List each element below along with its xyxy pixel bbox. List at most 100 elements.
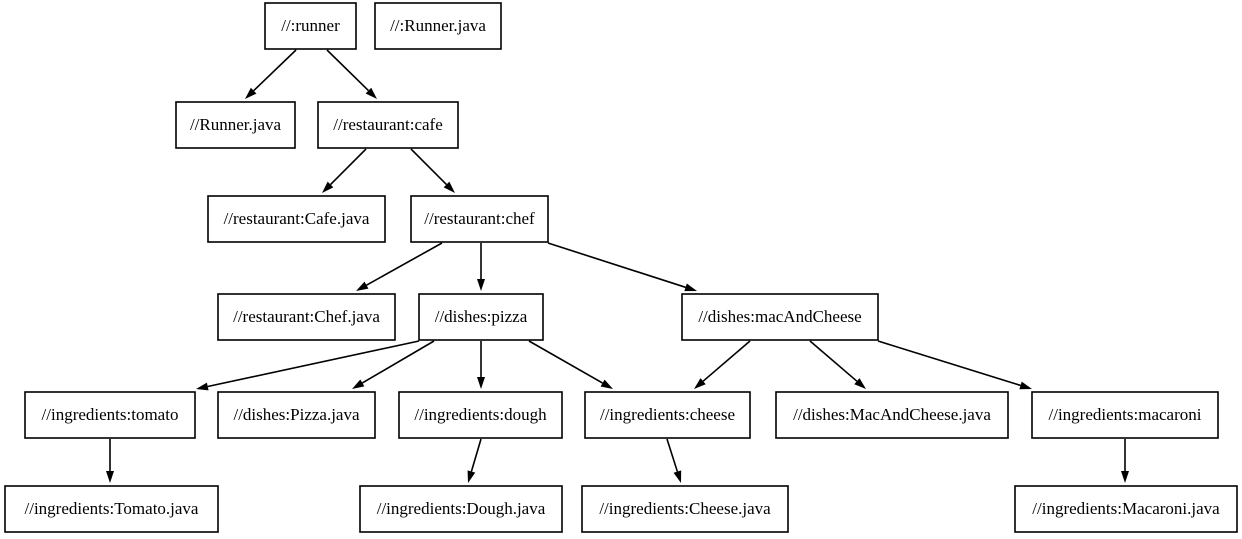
arrowhead-icon — [1019, 381, 1032, 390]
arrowhead-icon — [196, 382, 209, 391]
arrowhead-icon — [477, 279, 485, 291]
node-label: //:Runner.java — [390, 16, 486, 35]
graph-node-ing_macaroni[interactable]: //ingredients:macaroni — [1031, 391, 1219, 439]
node-box[interactable] — [418, 293, 544, 341]
node-label: //restaurant:chef — [424, 209, 535, 228]
node-box[interactable] — [584, 391, 751, 439]
graph-node-pizza_java[interactable]: //dishes:Pizza.java — [217, 391, 376, 439]
edge-line — [326, 49, 369, 92]
edge-line — [329, 148, 367, 186]
edge-line — [666, 438, 679, 472]
arrowhead-icon — [322, 181, 334, 193]
arrowhead-icon — [106, 471, 114, 483]
graph-node-ing_dough[interactable]: //ingredients:dough — [398, 391, 563, 439]
node-label: //Runner.java — [190, 115, 282, 134]
node-box[interactable] — [1014, 485, 1238, 533]
graph-node-restaurant_cafe[interactable]: //restaurant:cafe — [317, 101, 459, 149]
graph-node-dough_java[interactable]: //ingredients:Dough.java — [359, 485, 563, 533]
node-box[interactable] — [207, 195, 386, 243]
node-label: //restaurant:Chef.java — [233, 307, 380, 326]
node-box[interactable] — [775, 391, 1009, 439]
edge-ing_tomato-to-tomato_java — [106, 439, 114, 483]
graph-node-macandcheese_java[interactable]: //dishes:MacAndCheese.java — [775, 391, 1009, 439]
node-label: //ingredients:cheese — [600, 405, 735, 424]
edge-line — [470, 438, 482, 472]
arrowhead-icon — [854, 378, 866, 389]
graph-node-cafe_java[interactable]: //restaurant:Cafe.java — [207, 195, 386, 243]
node-label: //restaurant:cafe — [333, 115, 443, 134]
arrowhead-icon — [1121, 471, 1129, 483]
node-box[interactable] — [410, 195, 549, 243]
edge-line — [528, 340, 603, 384]
node-label: //ingredients:tomato — [42, 405, 179, 424]
edge-restaurant_cafe-to-cafe_java — [322, 148, 367, 193]
edge-dishes_macandchee-to-macandcheese_java — [809, 340, 866, 389]
graph-node-runner_java_root[interactable]: //:Runner.java — [374, 2, 502, 50]
edge-runner-to-restaurant_cafe — [326, 49, 377, 99]
node-box[interactable] — [398, 391, 563, 439]
node-box[interactable] — [359, 485, 563, 533]
node-label: //ingredients:macaroni — [1049, 405, 1202, 424]
node-box[interactable] — [24, 391, 196, 439]
node-label: //restaurant:Cafe.java — [224, 209, 370, 228]
node-box[interactable] — [581, 485, 789, 533]
arrowhead-icon — [467, 470, 476, 483]
node-label: //ingredients:dough — [414, 405, 547, 424]
graph-node-ing_cheese[interactable]: //ingredients:cheese — [584, 391, 751, 439]
graph-node-chef_java[interactable]: //restaurant:Chef.java — [217, 293, 396, 341]
edge-restaurant_chef-to-chef_java — [356, 242, 443, 291]
node-box[interactable] — [317, 101, 459, 149]
node-box[interactable] — [217, 391, 376, 439]
edge-dishes_pizza-to-pizza_java — [352, 340, 435, 389]
graph-node-dishes_pizza[interactable]: //dishes:pizza — [418, 293, 544, 341]
node-label: //ingredients:Dough.java — [377, 499, 546, 518]
edge-line — [702, 340, 751, 382]
arrowhead-icon — [684, 283, 697, 292]
edge-line — [366, 242, 443, 286]
node-box[interactable] — [681, 293, 879, 341]
edge-restaurant_chef-to-dishes_macandchee — [547, 242, 697, 292]
node-box[interactable] — [264, 2, 357, 50]
graph-node-cheese_java[interactable]: //ingredients:Cheese.java — [581, 485, 789, 533]
edge-ing_dough-to-dough_java — [467, 438, 482, 483]
edge-line — [207, 340, 420, 388]
node-box[interactable] — [374, 2, 502, 50]
graph-node-runner[interactable]: //:runner — [264, 2, 357, 50]
edge-dishes_macandchee-to-ing_cheese — [694, 340, 751, 389]
node-box[interactable] — [4, 485, 219, 533]
arrowhead-icon — [673, 470, 682, 483]
arrowhead-icon — [365, 87, 377, 99]
edge-line — [877, 340, 1021, 387]
graph-node-tomato_java[interactable]: //ingredients:Tomato.java — [4, 485, 219, 533]
node-label: //ingredients:Cheese.java — [599, 499, 771, 518]
graph-node-macaroni_java[interactable]: //ingredients:Macaroni.java — [1014, 485, 1238, 533]
edge-dishes_pizza-to-ing_dough — [477, 341, 485, 389]
edge-dishes_macandchee-to-ing_macaroni — [877, 340, 1032, 390]
node-box[interactable] — [1031, 391, 1219, 439]
arrowhead-icon — [477, 377, 485, 389]
arrowhead-icon — [443, 181, 455, 193]
node-label: //dishes:MacAndCheese.java — [793, 405, 991, 424]
edge-line — [253, 49, 297, 92]
edge-runner-to-runner_java — [245, 49, 297, 99]
node-box[interactable] — [175, 101, 296, 149]
graph-node-restaurant_chef[interactable]: //restaurant:chef — [410, 195, 549, 243]
edge-ing_macaroni-to-macaroni_java — [1121, 439, 1129, 483]
edge-dishes_pizza-to-ing_cheese — [528, 340, 613, 389]
graph-node-runner_java[interactable]: //Runner.java — [175, 101, 296, 149]
arrowhead-icon — [694, 378, 706, 389]
graph-node-ing_tomato[interactable]: //ingredients:tomato — [24, 391, 196, 439]
edge-dishes_pizza-to-ing_tomato — [196, 340, 420, 391]
graph-node-dishes_macandchee[interactable]: //dishes:macAndCheese — [681, 293, 879, 341]
arrowhead-icon — [352, 379, 365, 389]
arrowhead-icon — [356, 281, 369, 291]
edge-restaurant_cafe-to-restaurant_chef — [410, 148, 455, 193]
nodes-layer: //:runner //:Runner.java //Runner.java //re… — [4, 2, 1238, 533]
edge-line — [809, 340, 858, 382]
node-box[interactable] — [217, 293, 396, 341]
node-label: //dishes:pizza — [435, 307, 528, 326]
edge-line — [361, 340, 435, 384]
arrowhead-icon — [245, 87, 257, 99]
